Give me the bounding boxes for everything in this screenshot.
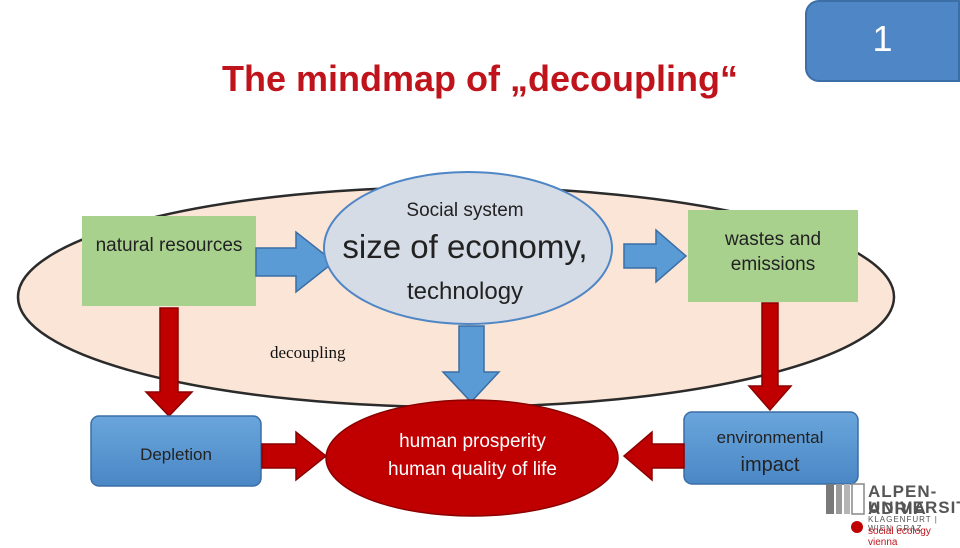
environmental-label: environmental	[716, 428, 824, 447]
logo-text-line4: social ecology vienna	[868, 526, 931, 548]
arrow-economy-to-prosperity	[441, 325, 501, 404]
human-prosperity-label: human prosperity human quality of life	[345, 428, 600, 483]
impact-label: impact	[740, 453, 800, 476]
social-system-label: Social system	[406, 200, 524, 221]
natural-resources-label: natural resources	[95, 235, 243, 256]
environmental-impact-label: environmental impact	[684, 426, 856, 480]
university-logo-mark	[826, 483, 865, 533]
size-of-economy-label: size of economy,	[342, 228, 588, 265]
logo-text-line3: KLAGENFURT | WIEN GRAZ	[868, 515, 938, 533]
wastes-emissions-box	[688, 210, 858, 302]
economy-ellipse	[323, 171, 613, 325]
arrow-impact-to-prosperity	[622, 430, 685, 482]
arrow-resources-to-depletion	[144, 307, 194, 418]
logo-text-line2: UNIVERSITÄT	[868, 498, 960, 517]
arrow-wastes-to-impact	[747, 302, 793, 412]
arrow-depletion-to-prosperity	[261, 430, 328, 482]
arrow-economy-to-wastes	[623, 228, 688, 284]
wastes-emissions-label: wastes and emissions	[724, 229, 822, 275]
depletion-label: Depletion	[140, 445, 212, 464]
natural-resources-box	[82, 216, 256, 306]
page-title: The mindmap of „decoupling“	[222, 58, 738, 99]
human-prosperity-line2: human quality of life	[388, 458, 557, 480]
arrow-resources-to-economy	[255, 230, 336, 294]
depletion-box	[90, 415, 262, 487]
human-prosperity-ellipse	[325, 399, 619, 517]
page-number: 1	[872, 18, 893, 59]
decoupling-label: decoupling	[270, 343, 346, 362]
human-prosperity-line1: human prosperity	[399, 431, 546, 452]
logo-text-line1: ALPEN-ADRIA	[868, 482, 938, 518]
page-number-badge	[805, 0, 960, 82]
technology-label: technology	[406, 278, 524, 305]
